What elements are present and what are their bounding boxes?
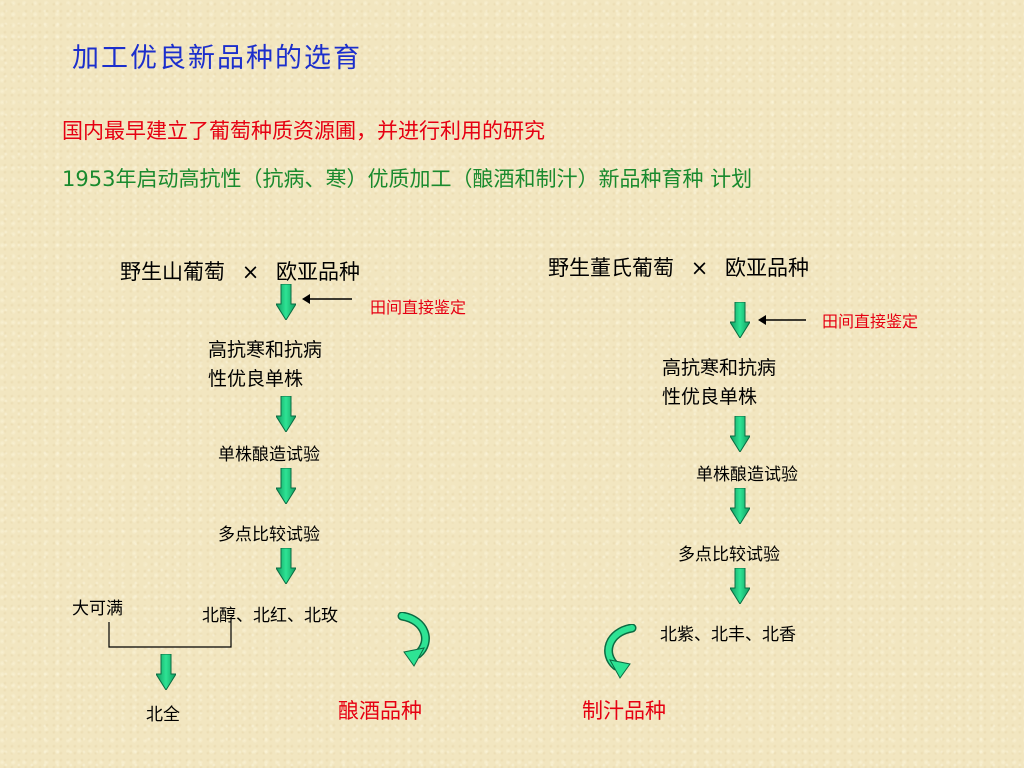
left-parent-a: 野生山葡萄 xyxy=(120,260,225,284)
intro-line-2: 1953年启动高抗性（抗病、寒）优质加工（酿酒和制汁）新品种育种 计划 xyxy=(62,167,753,191)
left-final-variety: 北全 xyxy=(146,705,180,725)
left-down-arrow-3 xyxy=(276,468,296,504)
left-down-arrow-4 xyxy=(276,548,296,584)
right-down-arrow-2 xyxy=(730,416,750,452)
left-down-arrow-1 xyxy=(276,284,296,320)
left-curved-arrow-icon xyxy=(397,612,430,667)
slide-title: 加工优良新品种的选育 xyxy=(72,43,362,74)
left-selection: 高抗寒和抗病 性优良单株 xyxy=(208,336,322,394)
left-cross-heading: 野生山葡萄 × 欧亚品种 xyxy=(120,256,360,286)
right-curved-arrow-icon xyxy=(604,624,637,679)
left-category-label: 酿酒品种 xyxy=(338,699,422,723)
left-down-arrow-2 xyxy=(276,396,296,432)
right-results: 北紫、北丰、北香 xyxy=(660,625,796,645)
left-cross-symbol: × xyxy=(241,260,260,284)
right-parent-b: 欧亚品种 xyxy=(724,256,809,280)
right-parent-a: 野生董氏葡萄 xyxy=(548,256,674,280)
right-cross-heading: 野生董氏葡萄 × 欧亚品种 xyxy=(548,252,809,282)
left-parent-b: 欧亚品种 xyxy=(275,260,360,284)
right-field-note: 田间直接鉴定 xyxy=(822,312,919,331)
right-selection: 高抗寒和抗病 性优良单株 xyxy=(662,354,776,412)
left-merge-bracket xyxy=(108,622,232,648)
right-down-arrow-4 xyxy=(730,568,750,604)
left-extra-variety: 大可满 xyxy=(72,599,123,619)
right-step-2: 多点比较试验 xyxy=(678,545,780,565)
left-selection-line-1: 高抗寒和抗病 xyxy=(208,339,323,361)
right-selection-line-1: 高抗寒和抗病 xyxy=(662,357,777,379)
left-field-note-arrow-icon xyxy=(302,294,352,304)
right-cross-symbol: × xyxy=(690,256,709,280)
left-down-arrow-5 xyxy=(156,654,176,690)
left-step-2: 多点比较试验 xyxy=(218,525,320,545)
intro-line-1: 国内最早建立了葡萄种质资源圃，并进行利用的研究 xyxy=(62,119,545,143)
right-selection-line-2: 性优良单株 xyxy=(662,386,758,408)
right-step-1: 单株酿造试验 xyxy=(696,465,798,485)
left-field-note: 田间直接鉴定 xyxy=(370,298,467,317)
right-category-label: 制汁品种 xyxy=(582,699,666,723)
right-down-arrow-1 xyxy=(730,302,750,338)
right-down-arrow-3 xyxy=(730,488,750,524)
right-field-note-arrow-icon xyxy=(758,315,806,325)
left-selection-line-2: 性优良单株 xyxy=(208,368,304,390)
left-step-1: 单株酿造试验 xyxy=(218,445,320,465)
left-results: 北醇、北红、北玫 xyxy=(202,606,338,626)
